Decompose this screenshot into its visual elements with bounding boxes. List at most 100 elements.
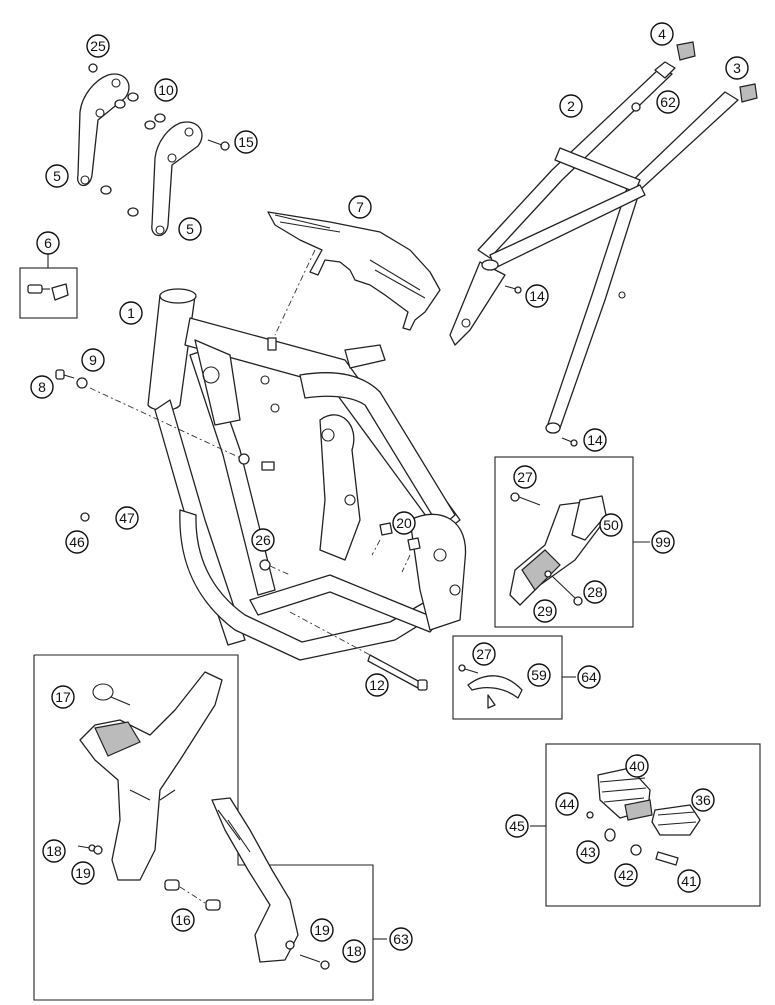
spacers-16 bbox=[164, 879, 221, 911]
svg-text:62: 62 bbox=[660, 94, 676, 110]
washer-19-left bbox=[93, 845, 103, 855]
callout-64: 64 bbox=[577, 665, 601, 689]
end-plug-4 bbox=[676, 41, 696, 61]
callout-27-group99: 27 bbox=[513, 465, 537, 489]
svg-text:8: 8 bbox=[38, 379, 46, 395]
screws-20 bbox=[371, 522, 421, 573]
washers-10 bbox=[100, 92, 166, 217]
callout-42: 42 bbox=[614, 863, 638, 887]
callout-4: 4 bbox=[650, 22, 674, 46]
callout-26: 26 bbox=[251, 528, 275, 552]
svg-text:9: 9 bbox=[89, 352, 97, 368]
chain-slider-64 bbox=[458, 664, 523, 709]
svg-text:44: 44 bbox=[559, 796, 575, 812]
callout-14-lower: 14 bbox=[583, 428, 607, 452]
svg-text:40: 40 bbox=[629, 758, 645, 774]
svg-text:28: 28 bbox=[587, 584, 603, 600]
callout-99: 99 bbox=[651, 530, 675, 554]
frame-protector-left bbox=[79, 671, 223, 881]
screw-26 bbox=[259, 559, 271, 571]
svg-text:6: 6 bbox=[44, 235, 52, 251]
footpeg-hardware bbox=[586, 811, 679, 866]
callout-15: 15 bbox=[234, 130, 258, 154]
svg-text:64: 64 bbox=[581, 669, 597, 685]
callout-46: 46 bbox=[65, 530, 89, 554]
callout-3: 3 bbox=[725, 56, 749, 80]
callout-9: 9 bbox=[81, 348, 105, 372]
callout-44: 44 bbox=[555, 792, 579, 816]
svg-text:42: 42 bbox=[618, 867, 634, 883]
bolt-18-right bbox=[299, 954, 330, 970]
callout-59: 59 bbox=[527, 663, 551, 687]
svg-text:41: 41 bbox=[681, 873, 697, 889]
callout-8: 8 bbox=[30, 375, 54, 399]
svg-text:43: 43 bbox=[580, 844, 596, 860]
callout-20: 20 bbox=[392, 511, 416, 535]
svg-text:25: 25 bbox=[90, 38, 106, 54]
main-frame bbox=[147, 288, 467, 661]
callout-25: 25 bbox=[86, 34, 110, 58]
callout-6: 6 bbox=[36, 231, 60, 255]
svg-text:18: 18 bbox=[346, 943, 362, 959]
callout-14-upper: 14 bbox=[525, 284, 549, 308]
cable-tie-17 bbox=[92, 683, 131, 706]
nut-frame bbox=[238, 453, 250, 465]
callout-18-right: 18 bbox=[342, 939, 366, 963]
svg-text:17: 17 bbox=[55, 689, 71, 705]
svg-text:5: 5 bbox=[186, 221, 194, 237]
callout-41: 41 bbox=[677, 869, 701, 893]
svg-text:4: 4 bbox=[658, 26, 666, 42]
washer-19-right bbox=[285, 940, 295, 950]
screw-14-lower bbox=[561, 437, 578, 447]
dash-26 bbox=[269, 565, 291, 576]
fastener-set-6 bbox=[27, 283, 69, 301]
svg-text:45: 45 bbox=[509, 818, 525, 834]
clip-46 bbox=[80, 512, 90, 522]
svg-text:16: 16 bbox=[175, 912, 191, 928]
svg-text:14: 14 bbox=[587, 432, 603, 448]
svg-text:47: 47 bbox=[119, 510, 135, 526]
svg-text:1: 1 bbox=[127, 305, 135, 321]
end-plug-3 bbox=[739, 83, 758, 103]
nut-9 bbox=[76, 377, 88, 389]
svg-text:15: 15 bbox=[238, 134, 254, 150]
svg-text:36: 36 bbox=[695, 792, 711, 808]
svg-text:2: 2 bbox=[567, 98, 575, 114]
callout-50: 50 bbox=[599, 513, 623, 537]
svg-text:14: 14 bbox=[529, 288, 545, 304]
svg-text:99: 99 bbox=[655, 534, 671, 550]
screw-62 bbox=[631, 102, 641, 112]
callout-63: 63 bbox=[389, 927, 413, 951]
svg-text:50: 50 bbox=[603, 517, 619, 533]
svg-text:20: 20 bbox=[396, 515, 412, 531]
chain-guide-99 bbox=[509, 492, 607, 606]
bolt-12 bbox=[289, 611, 428, 691]
callout-36: 36 bbox=[691, 788, 715, 812]
svg-text:59: 59 bbox=[531, 667, 547, 683]
callout-19-right: 19 bbox=[310, 918, 334, 942]
callout-10: 10 bbox=[154, 78, 178, 102]
frame-protector-right bbox=[211, 797, 299, 963]
svg-text:10: 10 bbox=[158, 82, 174, 98]
svg-text:3: 3 bbox=[733, 60, 741, 76]
callout-47: 47 bbox=[115, 506, 139, 530]
svg-text:63: 63 bbox=[393, 931, 409, 947]
svg-text:18: 18 bbox=[46, 843, 62, 859]
footpeg-36 bbox=[651, 804, 701, 836]
engine-bracket-upper bbox=[77, 73, 130, 187]
svg-text:19: 19 bbox=[75, 865, 91, 881]
callout-18-left: 18 bbox=[42, 839, 66, 863]
group-box-63 bbox=[33, 654, 374, 1001]
svg-text:27: 27 bbox=[517, 469, 533, 485]
svg-text:5: 5 bbox=[53, 168, 61, 184]
svg-text:7: 7 bbox=[356, 199, 364, 215]
svg-text:12: 12 bbox=[369, 677, 385, 693]
callout-5-lower: 5 bbox=[178, 217, 202, 241]
svg-text:27: 27 bbox=[476, 646, 492, 662]
callout-62: 62 bbox=[656, 90, 680, 114]
nut-25 bbox=[88, 63, 98, 73]
callout-12: 12 bbox=[365, 673, 389, 697]
frame-guard-7 bbox=[267, 211, 441, 331]
svg-text:19: 19 bbox=[314, 922, 330, 938]
